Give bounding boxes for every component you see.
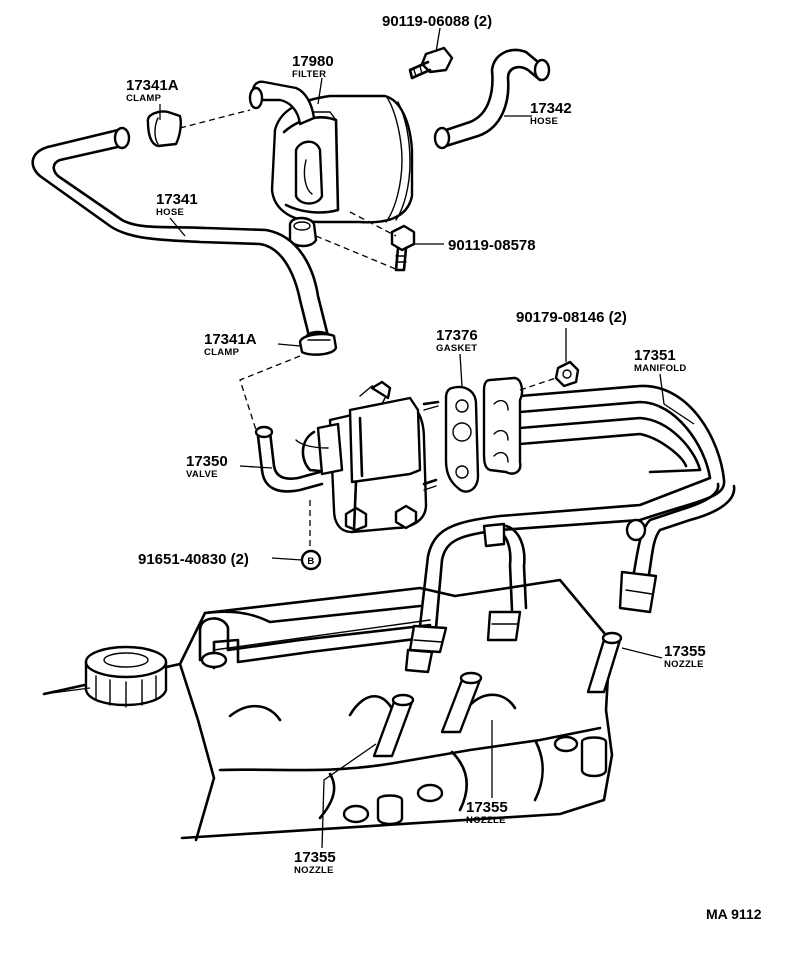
diagram-reference-code: MA 9112 (706, 906, 762, 922)
label-gasket-name: GASKET (436, 343, 477, 354)
label-valve-number: 17350 (186, 453, 228, 470)
label-clamp-top-number: 17341A (126, 77, 179, 94)
label-nut-number: 90179-08146 (2) (516, 309, 627, 326)
label-nozzle-center-number: 17355 (466, 799, 508, 816)
nozzle-left (372, 693, 415, 758)
label-bolt-mid-number: 90119-08578 (448, 237, 536, 254)
label-hose-main-number: 17341 (156, 191, 198, 208)
manifold-flange (482, 376, 524, 475)
hose-small (433, 48, 551, 150)
label-gasket-number: 17376 (436, 327, 478, 344)
bolt-top (408, 46, 454, 80)
label-clamp-top-name: CLAMP (126, 93, 162, 104)
nozzle-center (440, 671, 483, 734)
valve (254, 380, 440, 534)
label-clamp-mid-name: CLAMP (204, 347, 240, 358)
label-manifold-name: MANIFOLD (634, 363, 687, 374)
leader-lines (43, 27, 695, 849)
label-nozzle-right-number: 17355 (664, 643, 706, 660)
label-nozzle-right-name: NOZZLE (664, 659, 704, 670)
label-hose-small-name: HOSE (530, 116, 558, 127)
label-valve-name: VALVE (186, 469, 218, 480)
label-filter-number: 17980 (292, 53, 334, 70)
label-nozzle-center-name: NOZZLE (466, 815, 506, 826)
label-hose-main-name: HOSE (156, 207, 184, 218)
label-manifold-number: 17351 (634, 347, 676, 364)
manifold-pipes (404, 384, 736, 674)
bolt-mid (390, 224, 416, 272)
gasket (444, 385, 480, 493)
label-clamp-mid-number: 17341A (204, 331, 257, 348)
assembly-lines (179, 109, 557, 550)
oil-filler-cap (84, 645, 168, 708)
label-nozzle-left-name: NOZZLE (294, 865, 334, 876)
nut (554, 360, 580, 388)
clamp-mid (298, 332, 338, 356)
clamp-top (146, 110, 182, 148)
label-stud-number: 91651-40830 (2) (138, 551, 249, 568)
filter (248, 80, 414, 248)
engine-head-drawing (42, 578, 614, 842)
nozzle-right (586, 631, 623, 694)
label-filter-name: FILTER (292, 69, 326, 80)
label-nozzle-left-number: 17355 (294, 849, 336, 866)
label-hose-small-number: 17342 (530, 100, 572, 117)
stud-b-symbol: B (300, 549, 322, 571)
label-bolt-top-number: 90119-06088 (2) (382, 13, 492, 30)
stud-symbol-label: B (307, 556, 314, 567)
